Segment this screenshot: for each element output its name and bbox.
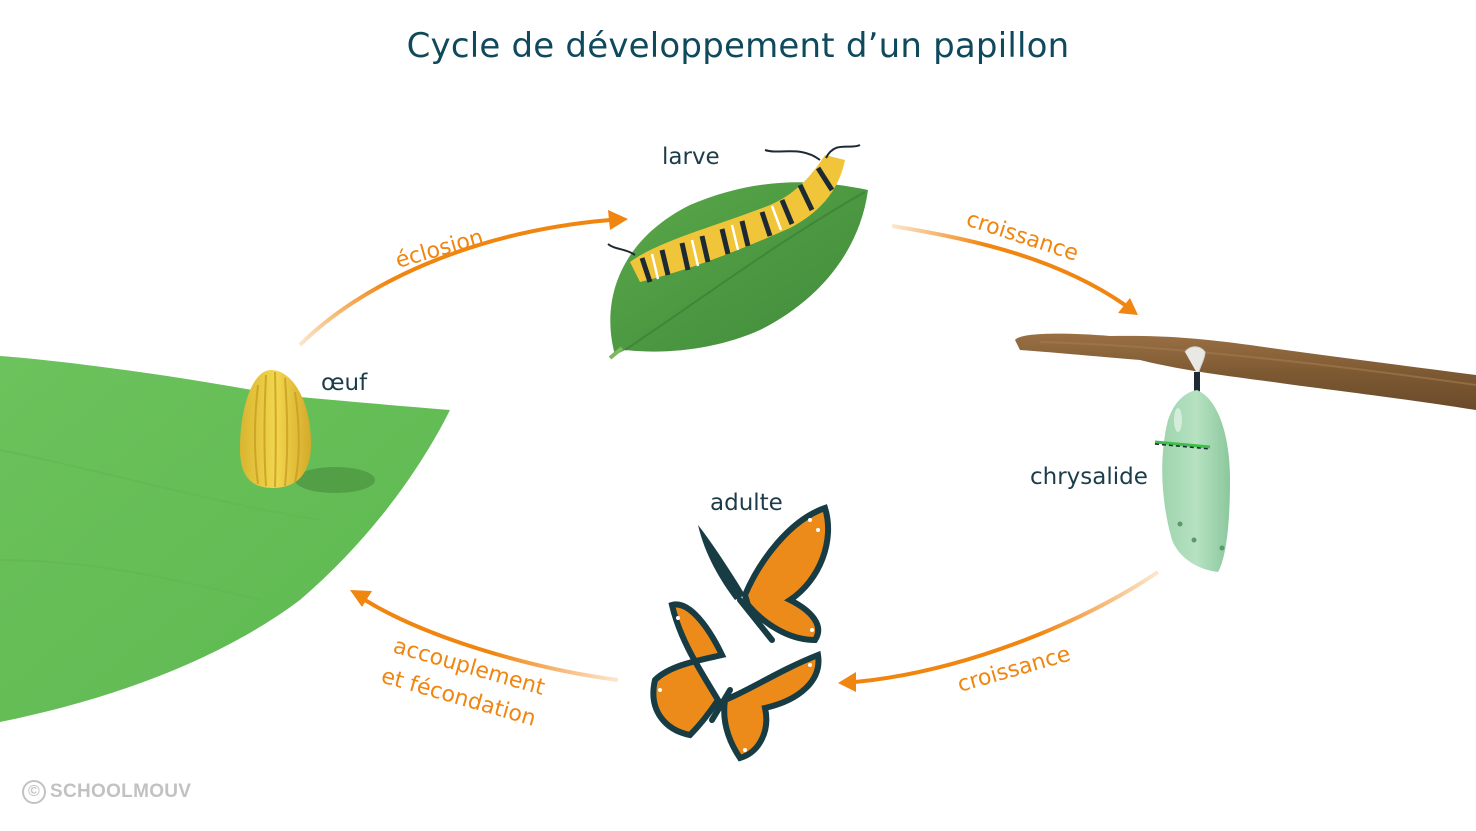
big-leaf xyxy=(0,356,450,722)
page-title: Cycle de développement d’un papillon xyxy=(406,26,1070,66)
butterfly-icon xyxy=(650,504,832,762)
egg-icon xyxy=(239,370,375,493)
arrow-eclosion xyxy=(298,210,628,347)
arrow-accouplement xyxy=(350,590,619,682)
stage-label-oeuf: œuf xyxy=(321,370,368,396)
stage-label-larve: larve xyxy=(662,144,720,170)
arrow-croissance-2 xyxy=(838,570,1160,692)
stage-label-chrysalide: chrysalide xyxy=(1030,464,1148,490)
caterpillar-icon xyxy=(607,144,861,283)
watermark-text: SCHOOLMOUV xyxy=(50,781,192,802)
transition-label-croissance-2: croissance xyxy=(955,642,1074,698)
stage-label-adulte: adulte xyxy=(710,490,783,516)
watermark: © SCHOOLMOUV xyxy=(22,780,191,804)
transition-label-eclosion: éclosion xyxy=(393,225,487,274)
arrow-croissance-1 xyxy=(891,224,1138,315)
copyright-icon: © xyxy=(22,780,46,804)
chrysalis-icon xyxy=(1154,390,1230,572)
branch xyxy=(1015,333,1476,410)
transition-label-croissance-1: croissance xyxy=(963,207,1081,267)
small-leaf xyxy=(608,182,868,360)
